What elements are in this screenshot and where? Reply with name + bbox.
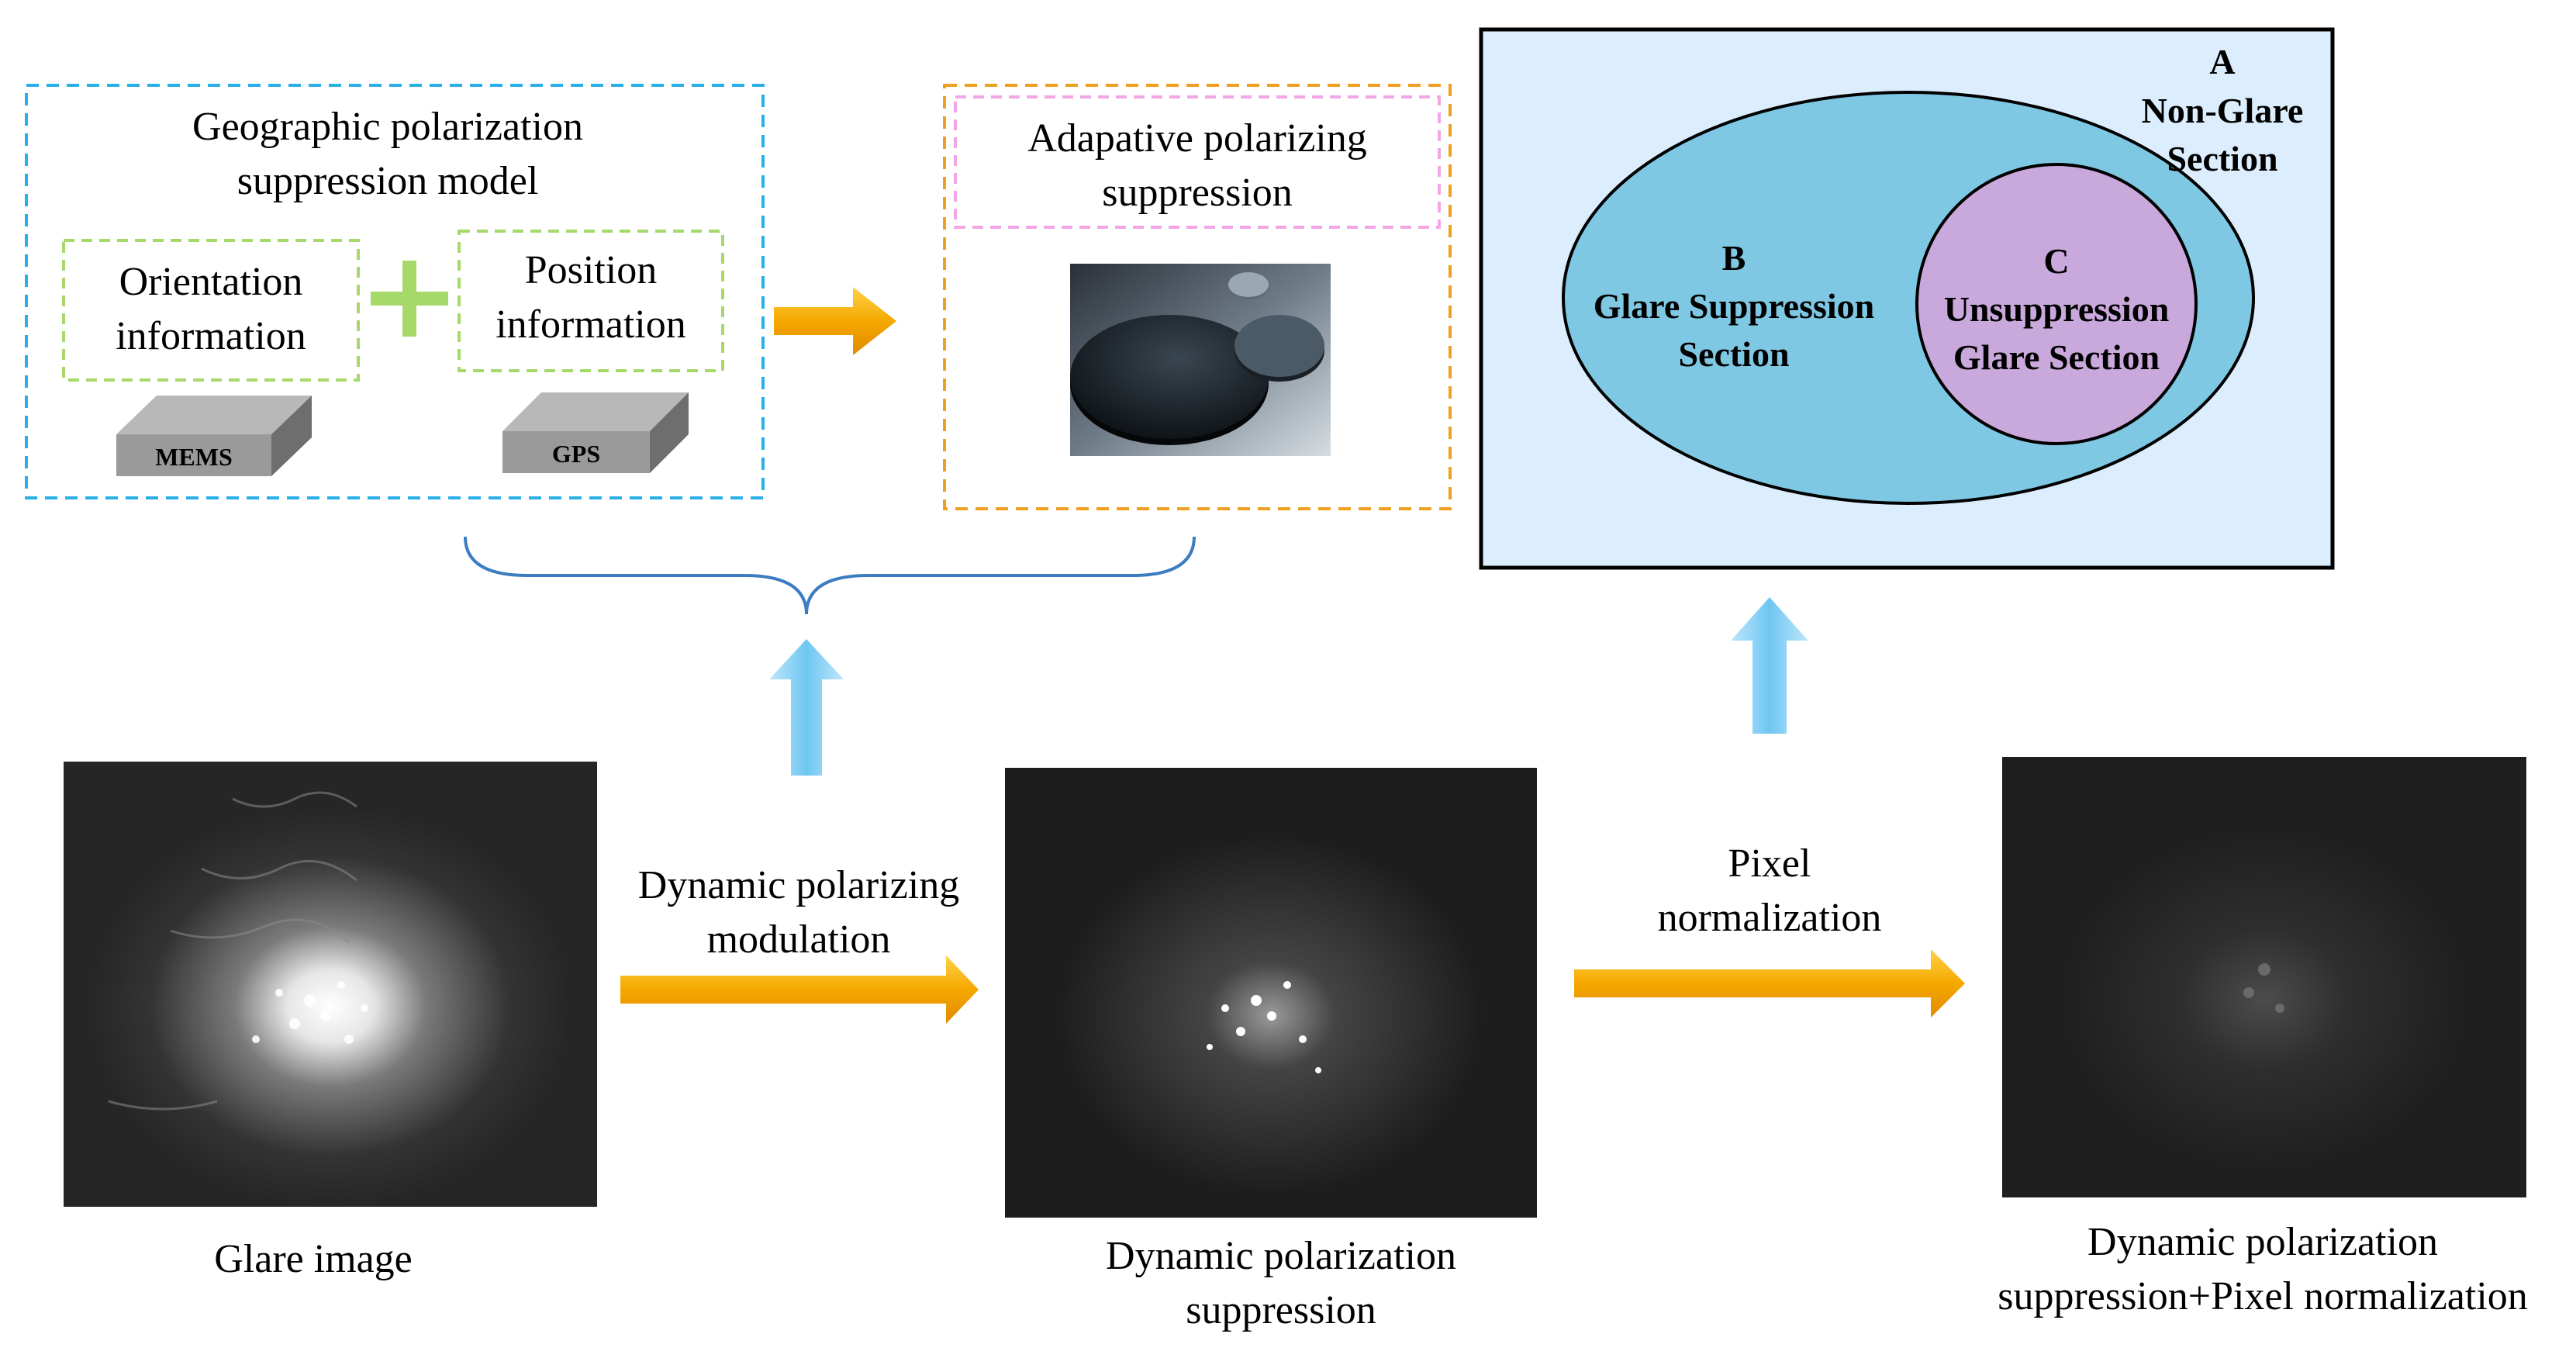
mems-label: MEMS xyxy=(155,443,233,471)
dynamic-polarization-caption-line2: suppression xyxy=(1186,1288,1376,1332)
arrow-right-icon xyxy=(1574,949,1965,1018)
adaptive-polarizing-box xyxy=(943,84,1452,510)
section-a-line1: Non-Glare xyxy=(2142,91,2304,130)
dynamic-modulation-line1: Dynamic polarizing xyxy=(638,863,959,907)
section-diagram: A Non-Glare Section B Glare Suppression … xyxy=(1479,27,2335,570)
glare-image xyxy=(64,762,597,1207)
adaptive-title-line1: Adapative polarizing xyxy=(1027,116,1367,161)
section-b-letter: B xyxy=(1722,238,1746,278)
pixel-normalization-line2: normalization xyxy=(1658,896,1882,940)
arrow-right-icon xyxy=(774,287,896,355)
dynamic-modulation-line2: modulation xyxy=(707,917,891,962)
geographic-model-title-line2: suppression model xyxy=(237,159,539,203)
position-info-line2: information xyxy=(496,302,686,347)
orientation-info-box xyxy=(62,239,360,382)
adaptive-title-box xyxy=(954,95,1441,229)
adaptive-title-line2: suppression xyxy=(1102,171,1293,215)
glare-image-caption: Glare image xyxy=(214,1237,413,1281)
polarizer-lens-image xyxy=(1070,264,1331,456)
final-caption-line1: Dynamic polarization xyxy=(2087,1220,2438,1264)
pixel-normalization-image xyxy=(2002,757,2526,1197)
grouping-brace xyxy=(464,536,1196,615)
geographic-model-box xyxy=(25,84,765,499)
gps-module-icon xyxy=(502,392,689,473)
section-a-line2: Section xyxy=(2167,139,2277,178)
arrow-right-icon xyxy=(620,955,979,1024)
orientation-info-line1: Orientation xyxy=(119,260,303,304)
orientation-info-line2: information xyxy=(116,314,306,358)
geographic-model-title-line1: Geographic polarization xyxy=(192,105,583,149)
section-b-line1: Glare Suppression xyxy=(1594,286,1875,326)
position-info-box xyxy=(458,230,724,372)
dynamic-polarization-caption-line1: Dynamic polarization xyxy=(1106,1234,1456,1278)
mems-chip-icon xyxy=(116,396,312,476)
section-a-letter: A xyxy=(2209,42,2235,81)
pixel-normalization-line1: Pixel xyxy=(1728,841,1811,886)
arrow-up-icon xyxy=(769,639,844,776)
gps-label: GPS xyxy=(552,440,600,468)
geographic-model-group: Geographic polarization suppression mode… xyxy=(25,84,765,499)
unsuppression-circle xyxy=(1915,163,2198,445)
final-caption-line2: suppression+Pixel normalization xyxy=(1998,1274,2528,1318)
position-info-line1: Position xyxy=(525,248,658,292)
plus-icon xyxy=(371,261,448,337)
section-c-line1: Unsuppression xyxy=(1944,289,2170,329)
dynamic-polarization-image xyxy=(1005,768,1537,1218)
section-c-line2: Glare Section xyxy=(1953,337,2160,377)
section-c-letter: C xyxy=(2043,241,2069,281)
arrow-up-icon xyxy=(1731,597,1808,734)
section-b-line2: Section xyxy=(1678,334,1789,374)
adaptive-polarizing-group: Adapative polarizing suppression xyxy=(943,84,1452,510)
